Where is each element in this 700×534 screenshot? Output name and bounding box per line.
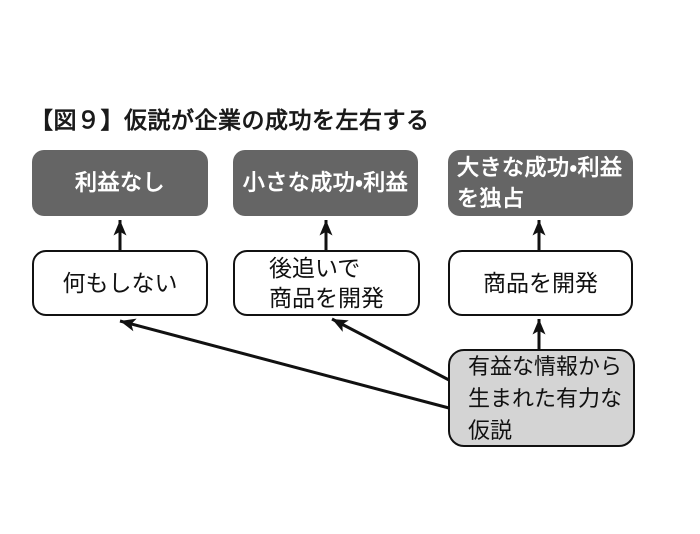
arrow-hypothesis-to-follow-develop xyxy=(331,317,450,382)
action-box-do-nothing: 何もしない xyxy=(32,250,208,316)
outcome-label-big-success: 大きな成功・利益 を独占 xyxy=(457,155,623,211)
action-label-develop-product: 商品を開発 xyxy=(483,270,598,296)
outcome-box-no-profit: 利益なし xyxy=(32,150,208,216)
hypothesis-label: 有益な情報から 生まれた有力な 仮説 xyxy=(468,354,623,443)
action-label-follow-develop: 後追いで 商品を開発 xyxy=(269,255,384,311)
outcome-label-small-success: 小さな成功・利益 xyxy=(242,170,409,195)
action-box-follow-develop: 後追いで 商品を開発 xyxy=(233,250,420,316)
outcome-box-big-success: 大きな成功・利益 を独占 xyxy=(448,150,633,216)
outcome-box-small-success: 小さな成功・利益 xyxy=(233,150,418,216)
outcome-label-no-profit: 利益なし xyxy=(74,170,165,195)
figure-title: 【図９】仮説が企業の成功を左右する xyxy=(30,107,430,133)
action-box-develop-product: 商品を開発 xyxy=(448,250,633,316)
arrow-hypothesis-to-do-nothing xyxy=(119,318,450,410)
action-label-do-nothing: 何もしない xyxy=(62,270,178,296)
hypothesis-box: 有益な情報から 生まれた有力な 仮説 xyxy=(448,349,635,447)
